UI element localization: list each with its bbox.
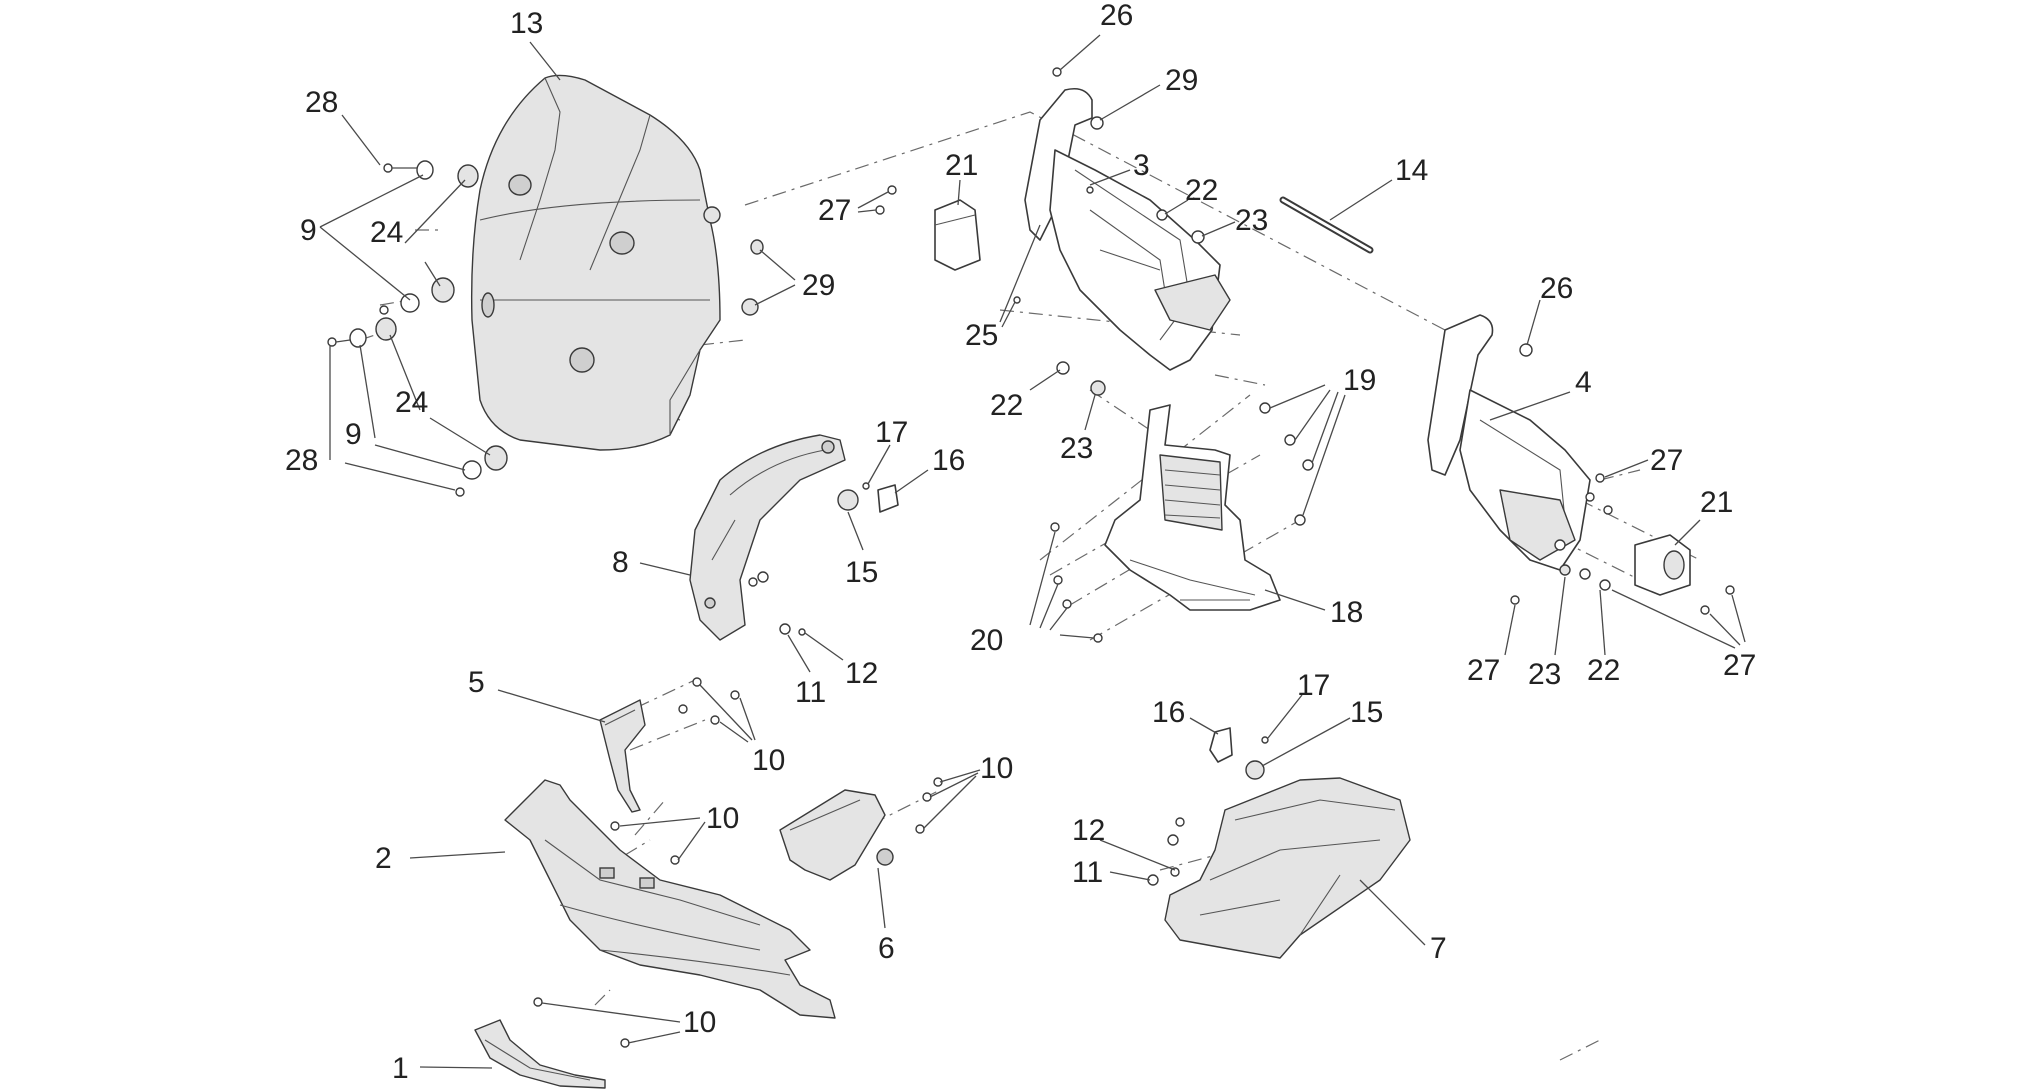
callout-20: 20 [970,624,1003,657]
callout-11-a: 11 [795,676,826,709]
part-6 [779,777,943,881]
callout-9-bottom: 9 [345,418,362,451]
callout-9-top: 9 [300,214,317,247]
part-1 [474,997,630,1089]
callout-27-d: 27 [1723,649,1756,682]
callout-3: 3 [1133,149,1150,182]
callout-19: 19 [1343,364,1376,397]
callout-26-b: 26 [1540,272,1573,305]
callout-22-b: 22 [990,389,1023,422]
side-trim-part-8 [689,434,846,641]
callout-7: 7 [1430,932,1447,965]
callout-16-b: 16 [1152,696,1185,729]
callout-14: 14 [1395,154,1428,187]
callout-16-a: 16 [932,444,965,477]
callout-21-b: 21 [1700,486,1733,519]
callout-12-a: 12 [845,657,878,690]
callout-24-b: 24 [395,386,428,419]
callout-25: 25 [965,319,998,352]
callout-18: 18 [1330,596,1363,629]
bracket-block-part-21-left [875,185,981,271]
callout-4: 4 [1575,366,1592,399]
callout-29-a: 29 [1165,64,1198,97]
callout-15-a: 15 [845,556,878,589]
bracket-part-3 [1024,67,1231,371]
side-panel-part-7 [1164,777,1411,959]
callout-27-a: 27 [818,194,851,227]
callout-26-a: 26 [1100,0,1133,32]
callout-27-c: 27 [1467,654,1500,687]
panel18-hardware [1050,402,1314,643]
bracket4-hardware [1510,473,1735,615]
leader-lines [319,34,1746,1069]
callout-23-a: 23 [1235,204,1268,237]
bracket3-hardware [1013,209,1205,396]
bracket-part-4 [1427,314,1591,571]
callout-28-b: 28 [285,444,318,477]
callout-15-b: 15 [1350,696,1383,729]
side-trim-hardware [748,482,899,636]
callout-24-a: 24 [370,216,403,249]
callout-17-b: 17 [1297,669,1330,702]
callout-8: 8 [612,546,629,579]
callout-1: 1 [392,1052,409,1085]
callout-29-b: 29 [802,269,835,302]
side-panel-hardware [1147,727,1269,886]
callout-23-c: 23 [1528,658,1561,691]
lower-fairing-hardware [610,677,740,865]
windshield-part-13 [470,74,721,451]
callout-5: 5 [468,666,485,699]
callout-22-c: 22 [1587,654,1620,687]
rod-part-14 [1279,196,1374,254]
panel-part-18 [1104,404,1281,611]
callout-11-b: 11 [1072,856,1103,889]
callout-10-c: 10 [980,752,1013,785]
callout-10-b: 10 [706,802,739,835]
bracket-block-part-21-right [1634,534,1691,596]
callout-23-b: 23 [1060,432,1093,465]
windshield-hardware [327,160,764,497]
callout-22-a: 22 [1185,174,1218,207]
callout-21-a: 21 [945,149,978,182]
callout-10-d: 10 [683,1006,716,1039]
part-5 [599,699,646,813]
lower-fairing-part-2 [504,779,836,1019]
callout-28-a: 28 [305,86,338,119]
callout-17-a: 17 [875,416,908,449]
callout-2: 2 [375,842,392,875]
callout-12-b: 12 [1072,814,1105,847]
callout-labels: 1 2 3 4 5 6 7 8 9 9 9 10 10 10 10 11 11 … [285,0,1756,1085]
callout-6: 6 [878,932,895,965]
callout-13: 13 [510,7,543,40]
callout-27-b: 27 [1650,444,1683,477]
callout-10-a: 10 [752,744,785,777]
